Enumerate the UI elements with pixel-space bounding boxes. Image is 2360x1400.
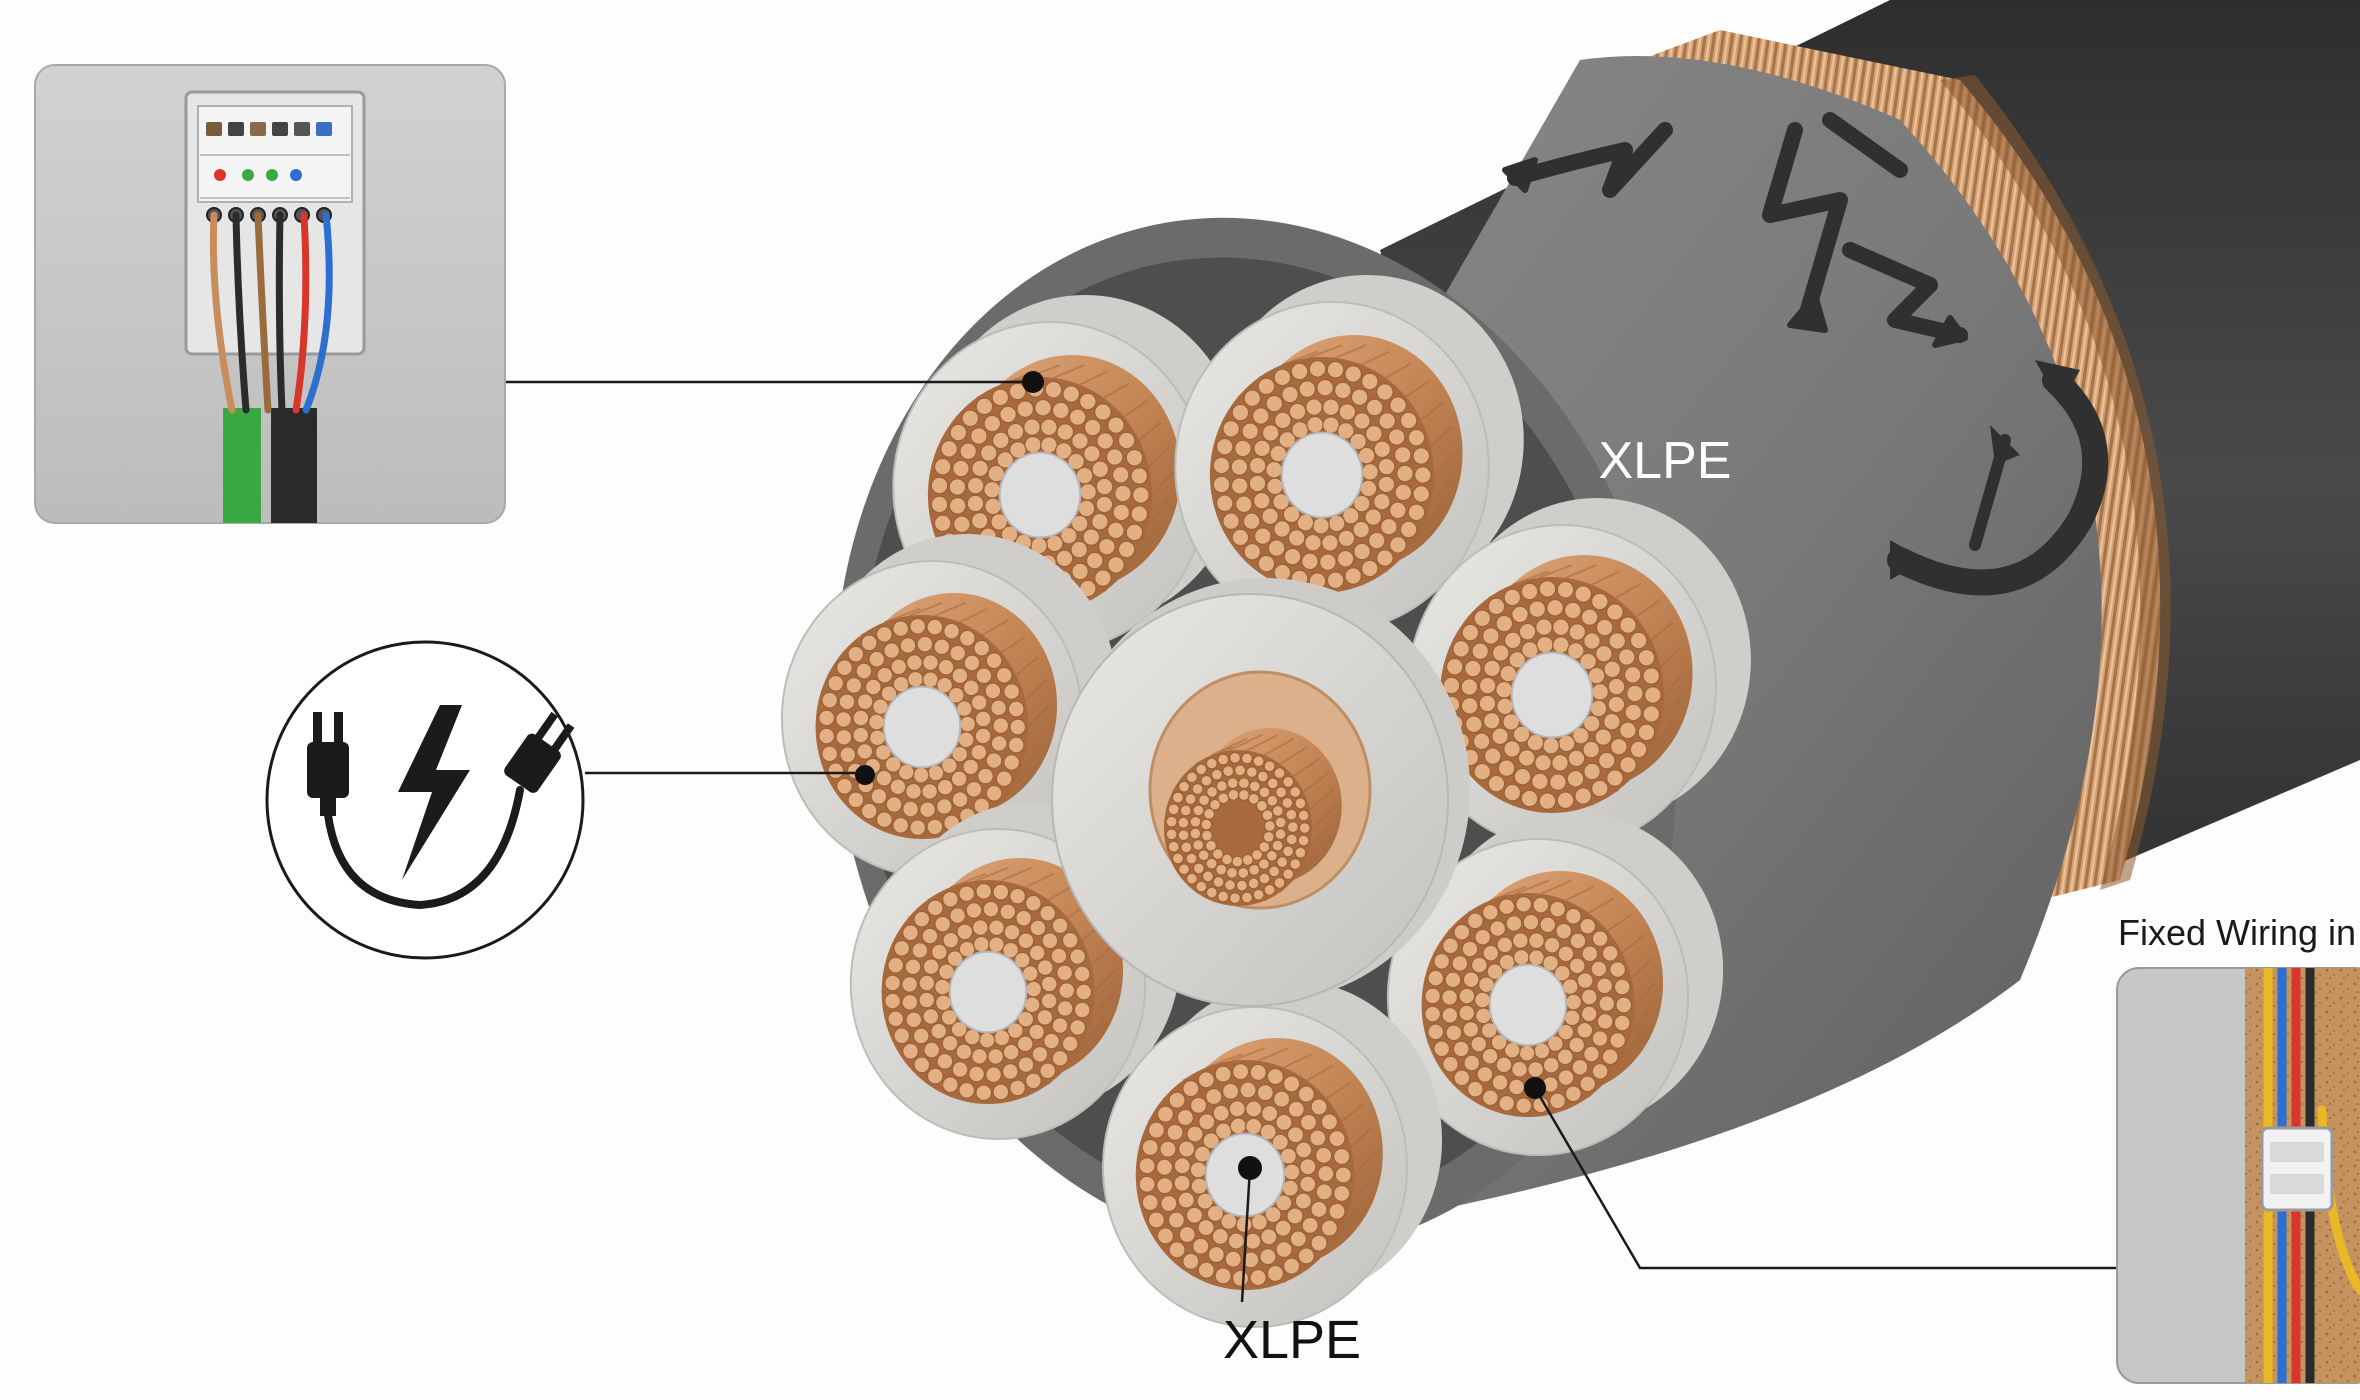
bottom-label: XLPE (1223, 1310, 1361, 1370)
rotation-arrow-icon (1887, 360, 2109, 596)
right-panel-title: Fixed Wiring in (2118, 912, 2356, 953)
indicator-led (266, 169, 278, 181)
indicator-led (214, 169, 226, 181)
callout-dots (855, 371, 1546, 1180)
conductor-core (780, 534, 1118, 878)
terminal-screw (272, 122, 288, 136)
callout-dot (1022, 371, 1044, 393)
terminal-screw (206, 122, 222, 136)
conductor-core (1174, 275, 1524, 633)
terminal-screw (250, 122, 266, 136)
callout-line-xlpe (1240, 1167, 1252, 1303)
plug-lightning-icon (265, 640, 585, 960)
wall-wiring-icon (2116, 967, 2360, 1384)
indicator-led (242, 169, 254, 181)
distribution-box-icon (34, 64, 506, 524)
terminal-screw (316, 122, 332, 136)
callout-lines (505, 380, 2117, 1303)
callout-line-fixed-wiring (1533, 1087, 2117, 1270)
conductor-core (1407, 498, 1751, 850)
callout-dot (1238, 1156, 1262, 1180)
jacket-label: XLPE (1599, 432, 1732, 490)
callout-dot (855, 765, 875, 785)
electric-surge-icon (1502, 112, 1968, 348)
callout-dot (1524, 1077, 1546, 1099)
conductor-core (849, 802, 1181, 1140)
central-core (1051, 578, 1470, 1007)
indicator-led (290, 169, 302, 181)
terminal-screw (294, 122, 310, 136)
conductor-core (1386, 812, 1724, 1156)
terminal-screw (228, 122, 244, 136)
